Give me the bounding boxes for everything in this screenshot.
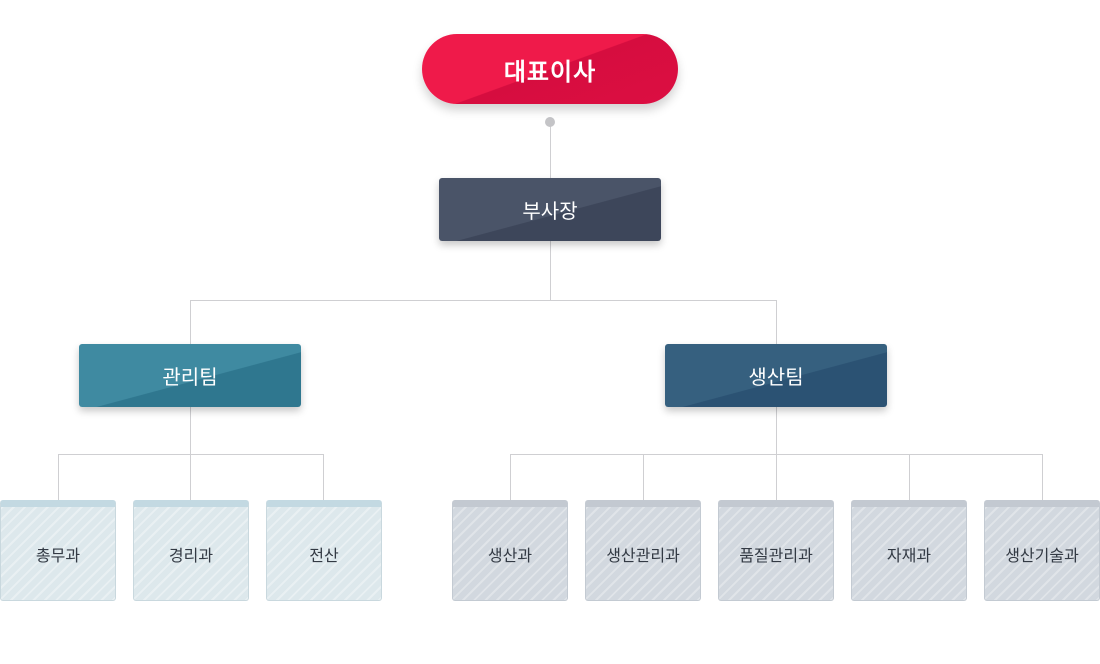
connector-mg-s3 (323, 454, 324, 500)
connector-vp-down (550, 241, 551, 300)
connector-pd-s5 (1042, 454, 1043, 500)
section-quality-management: 품질관리과 (718, 500, 834, 601)
connector-pd-s1 (510, 454, 511, 500)
connector-management-down (190, 407, 191, 454)
section-production-management: 생산관리과 (585, 500, 701, 601)
production-team-node: 생산팀 (665, 344, 887, 407)
section-accounting: 경리과 (133, 500, 249, 601)
section-materials: 자재과 (851, 500, 967, 601)
section-it: 전산 (266, 500, 382, 601)
connector-management-bar (58, 454, 324, 455)
connector-pd-s2 (643, 454, 644, 500)
connector-to-production (776, 300, 777, 344)
section-production-technology: 생산기술과 (984, 500, 1100, 601)
management-team-node: 관리팀 (79, 344, 301, 407)
connector-pd-s4 (909, 454, 910, 500)
ceo-node: 대표이사 (422, 34, 678, 104)
connector-mg-s1 (58, 454, 59, 500)
connector-pd-s3 (776, 454, 777, 500)
connector-dot (545, 117, 555, 127)
section-production: 생산과 (452, 500, 568, 601)
connector-production-down (776, 407, 777, 454)
vice-president-node: 부사장 (439, 178, 661, 241)
connector-ceo-vp (550, 122, 551, 178)
section-general-affairs: 총무과 (0, 500, 116, 601)
connector-mg-s2 (190, 454, 191, 500)
connector-teams-bar (190, 300, 777, 301)
connector-to-management (190, 300, 191, 344)
